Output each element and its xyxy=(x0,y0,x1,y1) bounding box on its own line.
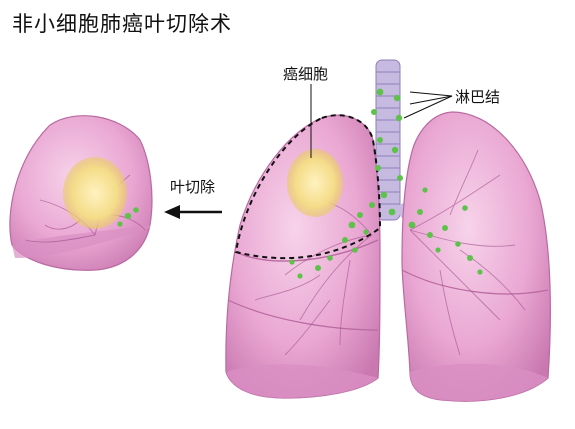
lymph-nodes xyxy=(289,212,369,279)
tumor xyxy=(63,157,127,229)
left-lung xyxy=(401,111,551,402)
tumor xyxy=(287,149,343,217)
resected-lobe xyxy=(9,115,153,271)
lymph-nodes-label: 淋巴结 xyxy=(455,88,501,106)
cancer-cells-label: 癌细胞 xyxy=(283,65,329,83)
lobectomy-label: 叶切除 xyxy=(170,178,216,196)
lobectomy-arrow xyxy=(164,205,222,219)
page-title: 非小细胞肺癌叶切除术 xyxy=(12,12,232,36)
right-lung xyxy=(225,114,382,399)
dashed-lobe-outline xyxy=(234,114,382,260)
tracheal-lymph-nodes xyxy=(369,88,403,216)
lymph-nodes xyxy=(117,207,139,227)
leader-lines xyxy=(310,84,453,158)
lymph-nodes xyxy=(408,187,483,275)
